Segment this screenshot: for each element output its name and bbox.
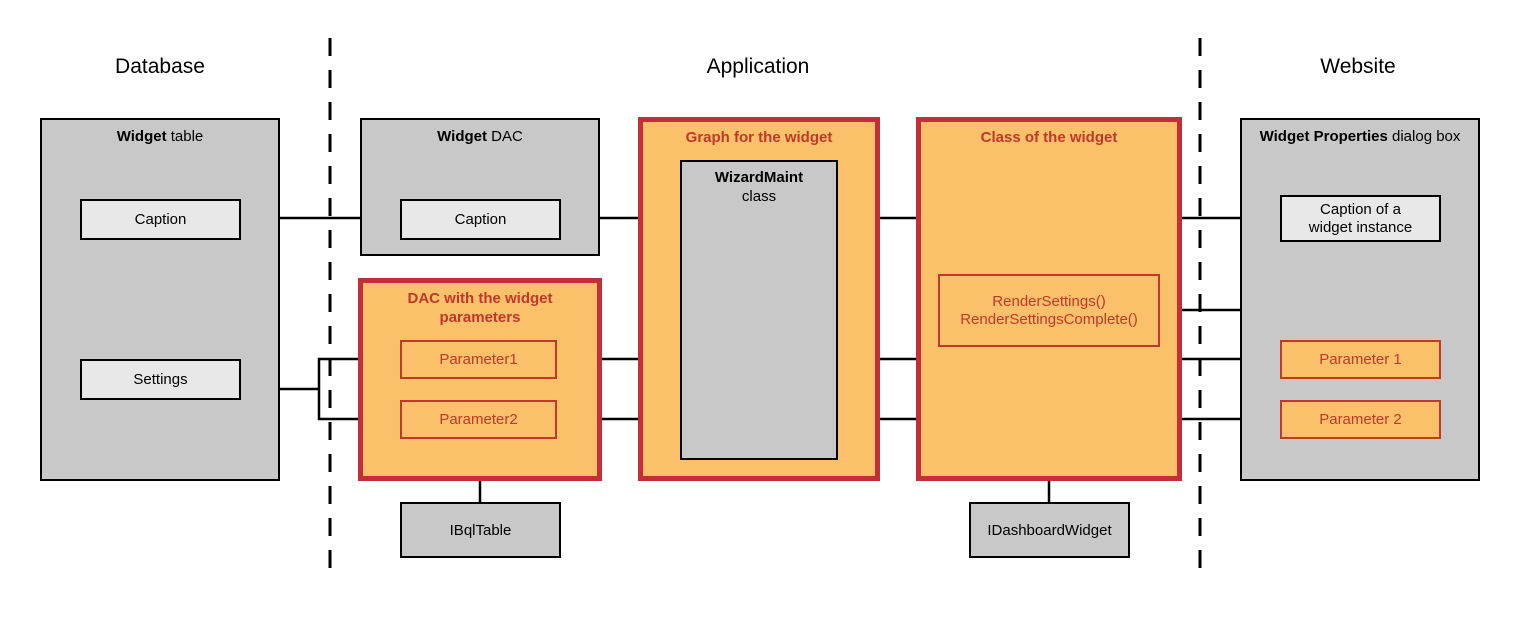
widget-dac-title-bold: Widget xyxy=(437,128,487,145)
website-field-parameter1[interactable]: Parameter 1 xyxy=(1280,340,1441,379)
dac-parameters-title: DAC with the widget parameters xyxy=(407,290,553,326)
widget-dac-title: Widget DAC xyxy=(431,128,529,147)
widget-table-title-bold: Widget xyxy=(116,128,167,145)
wizardmaint-class-box[interactable]: WizardMaint class xyxy=(680,160,838,460)
wizardmaint-kind: class xyxy=(741,187,777,205)
widget-properties-title-bold: Widget Properties xyxy=(1259,128,1388,145)
widget-properties-title: Widget Properties dialog box xyxy=(1254,128,1467,147)
lane-title-application: Application xyxy=(706,55,810,78)
widget-class-title: Class of the widget xyxy=(980,129,1118,146)
dac-field-caption[interactable]: Caption xyxy=(400,199,561,240)
website-caption-line2: widget instance xyxy=(1308,218,1413,236)
widget-dac-title-rest: DAC xyxy=(487,128,523,145)
ibqltable-box[interactable]: IBqlTable xyxy=(400,502,561,558)
dac-field-parameter2[interactable]: Parameter2 xyxy=(400,400,557,439)
website-caption-line1: Caption of a xyxy=(1320,200,1401,218)
rendersettings-methods-box[interactable]: RenderSettings() RenderSettingsComplete(… xyxy=(938,274,1160,347)
dac-parameters-container: DAC with the widget parameters xyxy=(358,278,602,481)
widget-table-title: Widget table xyxy=(111,128,210,147)
rendersettings-line1: RenderSettings() xyxy=(992,292,1106,310)
lane-title-database: Database xyxy=(115,55,205,78)
idashboardwidget-box[interactable]: IDashboardWidget xyxy=(969,502,1130,558)
db-field-settings[interactable]: Settings xyxy=(80,359,241,400)
wizardmaint-name: WizardMaint xyxy=(714,169,804,186)
rendersettings-line2: RenderSettingsComplete() xyxy=(960,310,1138,328)
graph-title: Graph for the widget xyxy=(685,129,833,146)
dac-field-parameter1[interactable]: Parameter1 xyxy=(400,340,557,379)
db-field-caption[interactable]: Caption xyxy=(80,199,241,240)
lane-title-website: Website xyxy=(1320,55,1396,78)
website-field-parameter2[interactable]: Parameter 2 xyxy=(1280,400,1441,439)
widget-properties-title-rest: dialog box xyxy=(1387,128,1461,145)
website-field-caption[interactable]: Caption of a widget instance xyxy=(1280,195,1441,242)
widget-table-container: Widget table xyxy=(40,118,280,481)
widget-table-title-rest: table xyxy=(166,128,204,145)
